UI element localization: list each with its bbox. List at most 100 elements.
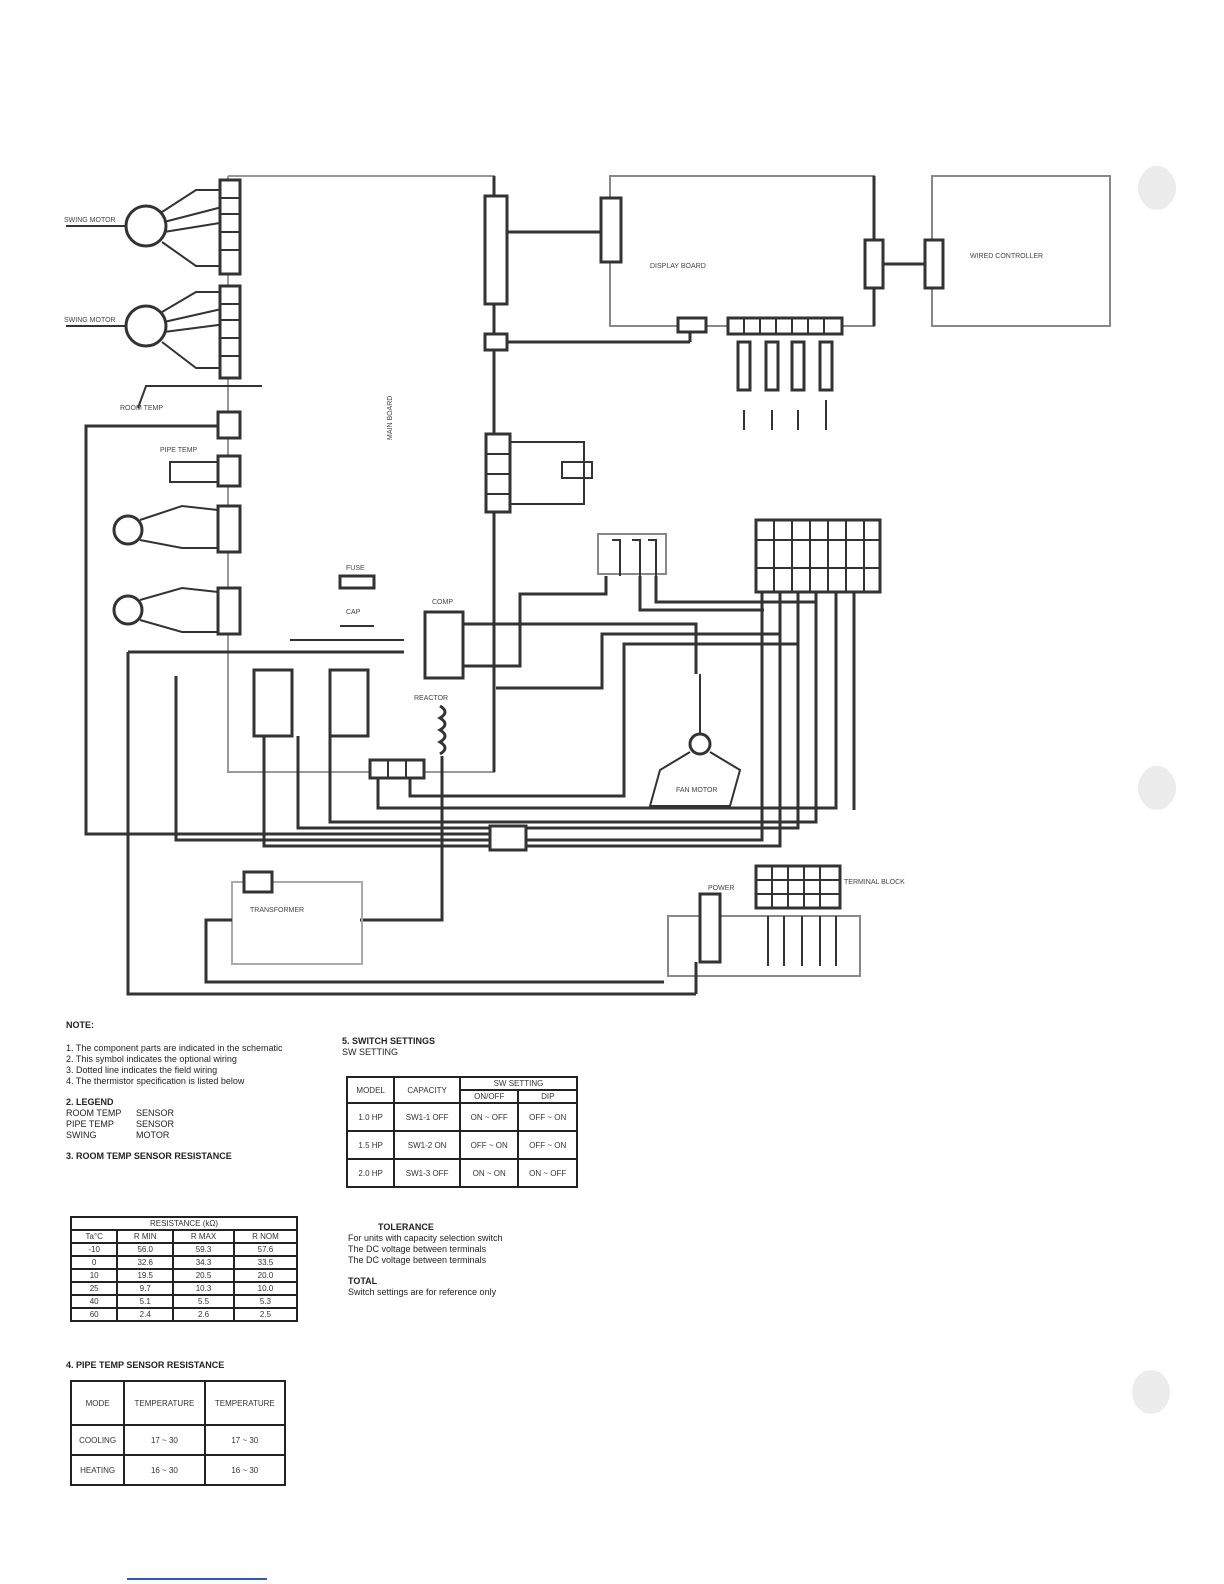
label-transformer: TRANSFORMER: [250, 907, 304, 914]
swing-motor-2: [124, 304, 168, 348]
label-fuse: FUSE: [346, 565, 365, 572]
label-power: POWER: [708, 885, 734, 892]
label-fan-motor: FAN MOTOR: [676, 787, 717, 794]
label-cap: CAP: [346, 609, 361, 616]
note-line-3: 3. Dotted line indicates the field wirin…: [66, 1065, 218, 1075]
connector-room: [216, 410, 242, 440]
right-notes-heading: TOLERANCE: [378, 1222, 434, 1232]
relay-small: [676, 316, 708, 334]
label-main-board: MAIN BOARD: [387, 396, 394, 440]
table1-header: R MIN: [116, 1229, 175, 1244]
sensor-lead-4: [818, 340, 834, 392]
right-note-1: For units with capacity selection switch: [348, 1233, 503, 1243]
table1-header: R MAX: [172, 1229, 235, 1244]
bus-connector-top: [483, 194, 509, 306]
label-wired-controller: WIRED CONTROLLER: [970, 253, 1043, 260]
table3-header: SW SETTING: [458, 1076, 579, 1091]
swing-connector-2: [218, 284, 242, 380]
label-comp: COMP: [432, 599, 453, 606]
table1-header: R NOM: [232, 1229, 299, 1244]
label-terminal-block: TERMINAL BLOCK: [844, 879, 905, 886]
display-board-box: [609, 175, 875, 327]
wired-controller-box: [931, 175, 1111, 327]
right-note-3: The DC voltage between terminals: [348, 1255, 487, 1265]
relay-1: [252, 668, 294, 738]
sensor-lead-3: [790, 340, 806, 392]
table2-heading: 4. PIPE TEMP SENSOR RESISTANCE: [66, 1360, 225, 1370]
label-pipe-temp: PIPE TEMP: [160, 447, 198, 454]
table3-header: CAPACITY: [393, 1076, 461, 1104]
display-connector: [599, 196, 623, 264]
bus-connector-mid: [483, 332, 509, 352]
right-notes-block: 5. SWITCH SETTINGS SW SETTING: [342, 1036, 582, 1058]
label-swing-2: SWING MOTOR: [64, 317, 116, 324]
sensor-lead-2: [764, 340, 780, 392]
sensor-circle-2: [112, 594, 144, 626]
right-footer: Switch settings are for reference only: [348, 1287, 497, 1297]
right-heading: 5. SWITCH SETTINGS: [342, 1036, 436, 1046]
sensor-lead-1: [736, 340, 752, 392]
table3-subheader: DIP: [517, 1089, 578, 1104]
fuse: [338, 574, 376, 590]
table3-subheader: ON/OFF: [458, 1089, 520, 1104]
relay-2: [328, 668, 370, 738]
display-to-controller-connector: [863, 238, 885, 290]
table2-header: TEMPERATURE: [203, 1380, 287, 1426]
note-line-4: 4. The thermistor specification is liste…: [66, 1076, 245, 1086]
notes-heading: NOTE:: [66, 1020, 94, 1030]
earth-lead: [137, 385, 262, 409]
reactor: [437, 704, 447, 756]
relay-comp: [423, 610, 465, 680]
binder-hole-bottom: [1132, 1370, 1170, 1414]
binder-hole-middle: [1138, 766, 1176, 810]
right-footer-heading: TOTAL: [348, 1276, 378, 1286]
label-display-board: DISPLAY BOARD: [650, 263, 706, 270]
table3-header: MODEL: [345, 1076, 396, 1104]
display-terminal-row: [726, 316, 844, 336]
right-notes-lower: TOLERANCE For units with capacity select…: [348, 1222, 548, 1298]
table2-header: TEMPERATURE: [123, 1380, 206, 1426]
transformer-box: [231, 881, 363, 965]
binder-hole-top: [1138, 166, 1176, 210]
table1-heading: 3. ROOM TEMP SENSOR RESISTANCE: [66, 1151, 232, 1161]
bottom-terminal-box: [667, 915, 861, 977]
bus-cross-marker: [488, 824, 528, 852]
connector-sensor-1: [216, 504, 242, 554]
bottom-terminal-row: [754, 864, 842, 910]
label-reactor: REACTOR: [414, 695, 448, 702]
legend-heading: 2. LEGEND: [66, 1097, 114, 1107]
connector-pipe: [216, 454, 242, 488]
power-fuse: [698, 892, 722, 964]
table2-heading-wrap: 4. PIPE TEMP SENSOR RESISTANCE: [66, 1360, 224, 1371]
note-line-2: 2. This symbol indicates the optional wi…: [66, 1054, 237, 1064]
fan-motor-symbol: [688, 732, 712, 756]
right-sub: SW SETTING: [342, 1047, 398, 1057]
room-temp-resistance-table: RESISTANCE (kΩ) Ta°C R MIN R MAX R NOM -…: [69, 1216, 299, 1322]
sensor-circle-1: [112, 514, 144, 546]
room-temp-wire: [84, 424, 494, 836]
connector-sensor-2: [216, 586, 242, 636]
label-swing-1: SWING MOTOR: [64, 217, 116, 224]
table2-header: MODE: [69, 1380, 126, 1426]
controller-connector: [923, 238, 945, 290]
swing-connector-1: [218, 178, 242, 276]
switch-settings-table: MODEL CAPACITY SW SETTING ON/OFF DIP 1.0…: [345, 1076, 579, 1188]
transformer-fuse: [242, 870, 274, 894]
notes-block: NOTE: 1. The component parts are indicat…: [66, 1020, 316, 1162]
swing-motor-1: [124, 204, 168, 248]
